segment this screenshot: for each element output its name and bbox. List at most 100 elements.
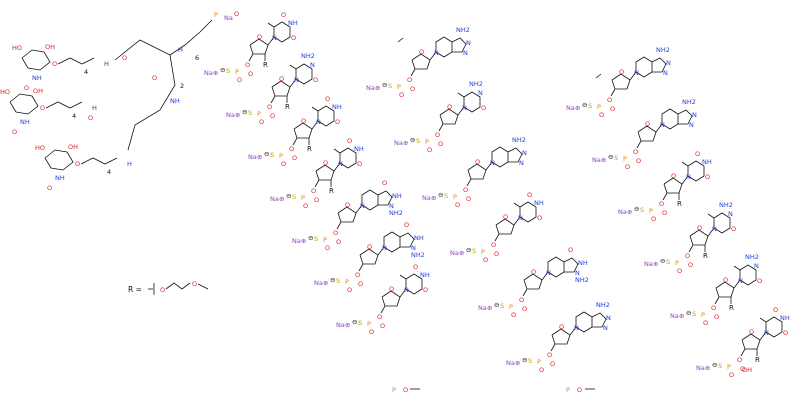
strand2-o5-1: O [438,140,443,148]
strand3-terminal-oh: OH [742,366,752,374]
strand2-sulfur-4: S [500,302,504,310]
strand1-r-label-0: R [263,61,268,69]
strand2-o5-4: O [522,305,527,313]
ligand-sugar-1-repeat-count: 4 [72,112,76,120]
r-oxygen-1: O [160,286,165,294]
strand1-base-c2o-0: O [291,34,296,42]
strand1-base-nh2-4: NH2 [389,209,403,217]
strand1-o3-6: O [377,313,382,321]
strand1-base-c4o-0: O [281,11,286,19]
strand1-sulfur-1: S [248,109,252,117]
ligand-sugar-2-nh: NH [55,174,65,182]
strand2-base-c2o-1: O [481,104,486,112]
strand1-base-c2o-3: O [357,160,362,168]
strand2-sulfur-5: S [528,357,532,365]
strand3-ring-oxygen-1: O [645,120,650,128]
strand3-na-2: Na [618,208,627,216]
strand1-phosphorus-2: P [279,152,283,160]
strand1-base-n1h-5: NH [414,234,424,242]
strand3-base-nh2-1: NH2 [682,98,696,106]
strand1-po-3: O [303,202,308,210]
strand3-sulfur-5: S [718,362,722,370]
strand2-sugar-1 [439,108,459,125]
strand3-r-label-3: R [703,252,708,260]
strand3-o5-3: O [688,261,693,269]
strand3-sugar-3 [689,229,709,246]
strand1-po-1: O [259,118,264,126]
strand1-ring-oxygen-3: O [323,159,328,167]
strand3-base-c2o-4: O [757,277,762,285]
strand1-c3-bond-1 [270,95,276,104]
strand3-sugar-5 [741,333,761,350]
strand2-base-n1-2: N [490,159,495,167]
strand1-s-charge-2: ⊖ [264,150,269,158]
strand1-na-charge-6: ⊕ [345,321,350,329]
strand3-base-methyl-4 [733,265,741,271]
strand2-base-methyl-1 [457,92,465,98]
ligand-sugar-1-ring [9,93,39,115]
strand3-po-1: O [625,163,630,171]
strand1-sulfur-3: S [292,193,296,201]
strand3-ring-oxygen-5: O [749,328,754,336]
strand3-phosphorus-3: P [675,259,679,267]
strand2-phosphorus-5: P [537,358,541,366]
strand2-na-charge-3: ⊕ [459,249,464,257]
strand1-phosphorus-6: P [367,320,371,328]
strand3-base-n1-1: N [660,121,665,129]
strand1-glyco-bond-0 [267,36,275,46]
strand1-phosphorus-0: P [235,68,239,76]
strand2-sugar-5 [551,328,571,345]
strand2-base-nh2-4: NH2 [575,276,589,284]
strand3-phosphorus-2: P [649,207,653,215]
strand1-o5-5: O [358,280,363,288]
strand2-glyco-bond-0 [429,51,437,61]
ligand-sugar-2-acetyl-o: O [47,184,52,192]
strand1-base-n1-6: N [404,286,409,294]
strand3-base-n1-0: N [666,59,671,67]
strand3-phosphorus-1: P [623,155,627,163]
strand2-base-n1-3: N [518,214,523,222]
ligand-sugar-2-oh-a: OH [68,143,78,151]
strand2-o3-2: O [463,186,468,194]
strand2-na-charge-1: ⊕ [403,139,408,147]
strand1-na-6: Na [336,321,345,329]
strand3-base-n3h-2: NH [702,158,712,166]
strand3-na-charge-2: ⊕ [627,208,632,216]
strand3-s-charge-1: ⊖ [608,153,613,161]
strand2-base-ring2-0 [451,37,467,53]
strand1-sugar-2 [293,122,313,139]
strand1-base-c4o-2: O [325,95,330,103]
strand2-c3-bond-4 [522,288,528,297]
strand1-base-n3h-2: NH [332,103,342,111]
strand3-na-1: Na [592,156,601,164]
strand1-na-charge-0: ⊕ [213,69,218,77]
ligand-sugar-2-ho: HO [35,144,45,152]
strand2-o5-5: O [550,360,555,368]
strand1-po-5: O [347,286,352,294]
strand1-o3-1: O [267,103,272,111]
strand2-na-0: Na [366,84,375,92]
strand3-base-methyl-3 [707,213,715,219]
strand3-sulfur-4: S [692,310,696,318]
r-group-legend: R = O O [128,280,209,295]
strand3-phosphorus-5: P [727,363,731,371]
strand2-terminal-o: O [577,386,582,394]
ligand-sugar-0-ho: HO [12,44,22,52]
strand3-ring-oxygen-4: O [723,276,728,284]
strand2-ring-oxygen-1: O [447,103,452,111]
strand2-po-2: O [455,201,460,209]
strand1-sulfur-0: S [226,67,230,75]
strand2-base-n1-0: N [434,49,439,57]
strand1-o5-6: O [380,322,385,330]
ligand-sugar-1-amide-h: H [92,104,97,112]
strand1-sulfur-5: S [336,277,340,285]
strand1-na-charge-5: ⊕ [323,279,328,287]
strand2-c3-bond-3 [494,233,500,242]
strand3-base-n3-3: N [728,210,733,218]
ligand-sugar-1-nh: NH [20,118,30,126]
strand1-s-charge-4: ⊖ [308,234,313,242]
strand2-base-n3-5: N [603,324,608,332]
strand1-sugar-3 [315,164,335,181]
